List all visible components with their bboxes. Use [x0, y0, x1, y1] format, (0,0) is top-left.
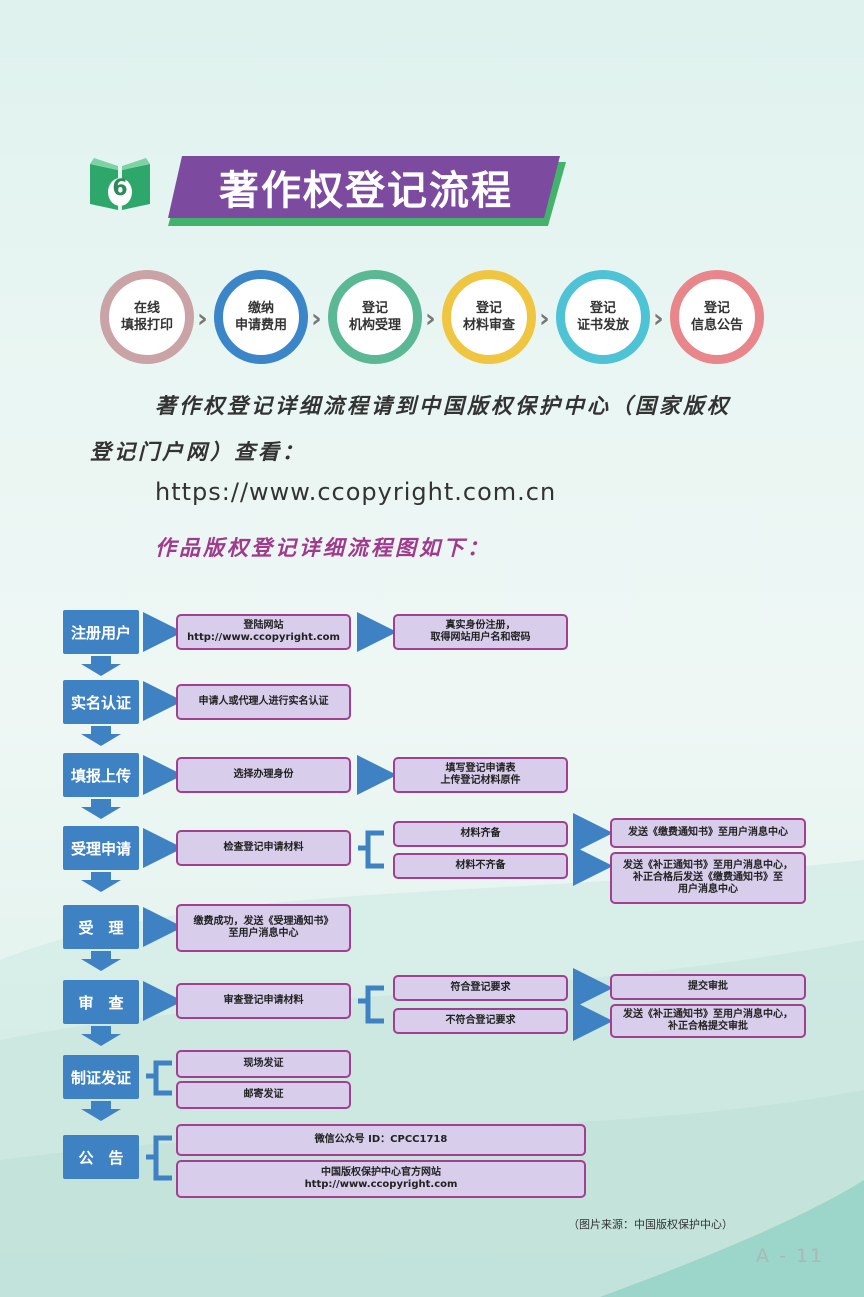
step-circle: 登记 信息公告 [670, 270, 764, 364]
flow-box-r6e: 发送《补正通知书》至用户消息中心， 补正合格提交审批 [610, 1004, 806, 1038]
chevron-right-icon: › [311, 304, 322, 334]
flow-box-r2a: 申请人或代理人进行实名认证 [176, 684, 351, 720]
flow-arrows [81, 612, 613, 1181]
step-circle: 登记 材料审查 [442, 270, 536, 364]
flow-box-r8a: 微信公众号 ID：CPCC1718 [176, 1124, 586, 1156]
flow-stage-label: 制证发证 [63, 1055, 139, 1099]
chevron-right-icon: › [197, 304, 208, 334]
flow-stage-label: 公 告 [63, 1135, 139, 1179]
flow-box-r6a: 审查登记申请材料 [176, 983, 351, 1019]
flow-box-r4a: 检查登记申请材料 [176, 830, 351, 866]
flow-box-r6d: 提交审批 [610, 974, 806, 1000]
flow-stage-label: 审 查 [63, 980, 139, 1024]
flow-box-r7b: 邮寄发证 [176, 1081, 351, 1109]
step-label: 登记 信息公告 [690, 301, 743, 333]
flow-box-r1a: 登陆网站 http://www.ccopyright.com [176, 614, 351, 650]
flow-box-r4b: 材料齐备 [393, 821, 568, 847]
flow-box-r5a: 缴费成功，发送《受理通知书》 至用户消息中心 [176, 904, 351, 952]
book-icon [90, 158, 150, 210]
step-circle: 登记 机构受理 [328, 270, 422, 364]
chevron-right-icon: › [425, 304, 436, 334]
flow-box-r1b: 真实身份注册， 取得网站用户名和密码 [393, 614, 568, 650]
flow-box-r3a: 选择办理身份 [176, 757, 351, 793]
step-circle: 在线 填报打印 [100, 270, 194, 364]
flow-stage-label: 受 理 [63, 905, 139, 949]
chevron-right-icon: › [653, 304, 664, 334]
flow-stage-label: 实名认证 [63, 680, 139, 724]
chevron-right-icon: › [539, 304, 550, 334]
step-label: 在线 填报打印 [120, 301, 173, 333]
step-label: 缴纳 申请费用 [234, 301, 287, 333]
page-number: A - 11 [756, 1245, 825, 1267]
flow-stage-label: 注册用户 [63, 610, 139, 654]
section-number: 6 [112, 176, 128, 201]
step-circle: 登记 证书发放 [556, 270, 650, 364]
step-label: 登记 材料审查 [462, 301, 515, 333]
flow-box-r6c: 不符合登记要求 [393, 1008, 568, 1034]
flow-box-r4e: 发送《补正通知书》至用户消息中心， 补正合格后发送《缴费通知书》至 用户消息中心 [610, 852, 806, 904]
title-banner [168, 156, 566, 226]
flow-stage-label: 受理申请 [63, 826, 139, 870]
flowchart-subtitle: 作品版权登记详细流程图如下： [155, 536, 491, 560]
flow-box-r4c: 材料不齐备 [393, 853, 568, 879]
flow-box-r4d: 发送《缴费通知书》至用户消息中心 [610, 818, 806, 848]
step-label: 登记 证书发放 [576, 301, 629, 333]
flow-box-r7a: 现场发证 [176, 1050, 351, 1078]
step-circle: 缴纳 申请费用 [214, 270, 308, 364]
flow-stage-label: 填报上传 [63, 753, 139, 797]
intro-line-1: 著作权登记详细流程请到中国版权保护中心（国家版权 [155, 394, 731, 418]
image-source: （图片来源：中国版权保护中心） [568, 1218, 733, 1231]
intro-line-2: 登记门户网）查看： [90, 440, 306, 464]
website-url: https://www.ccopyright.com.cn [155, 478, 557, 506]
flow-box-r3b: 填写登记申请表 上传登记材料原件 [393, 757, 568, 793]
flow-box-r8b: 中国版权保护中心官方网站 http://www.ccopyright.com [176, 1160, 586, 1198]
page-title: 著作权登记流程 [219, 168, 513, 214]
flow-box-r6b: 符合登记要求 [393, 975, 568, 1001]
step-label: 登记 机构受理 [348, 301, 401, 333]
